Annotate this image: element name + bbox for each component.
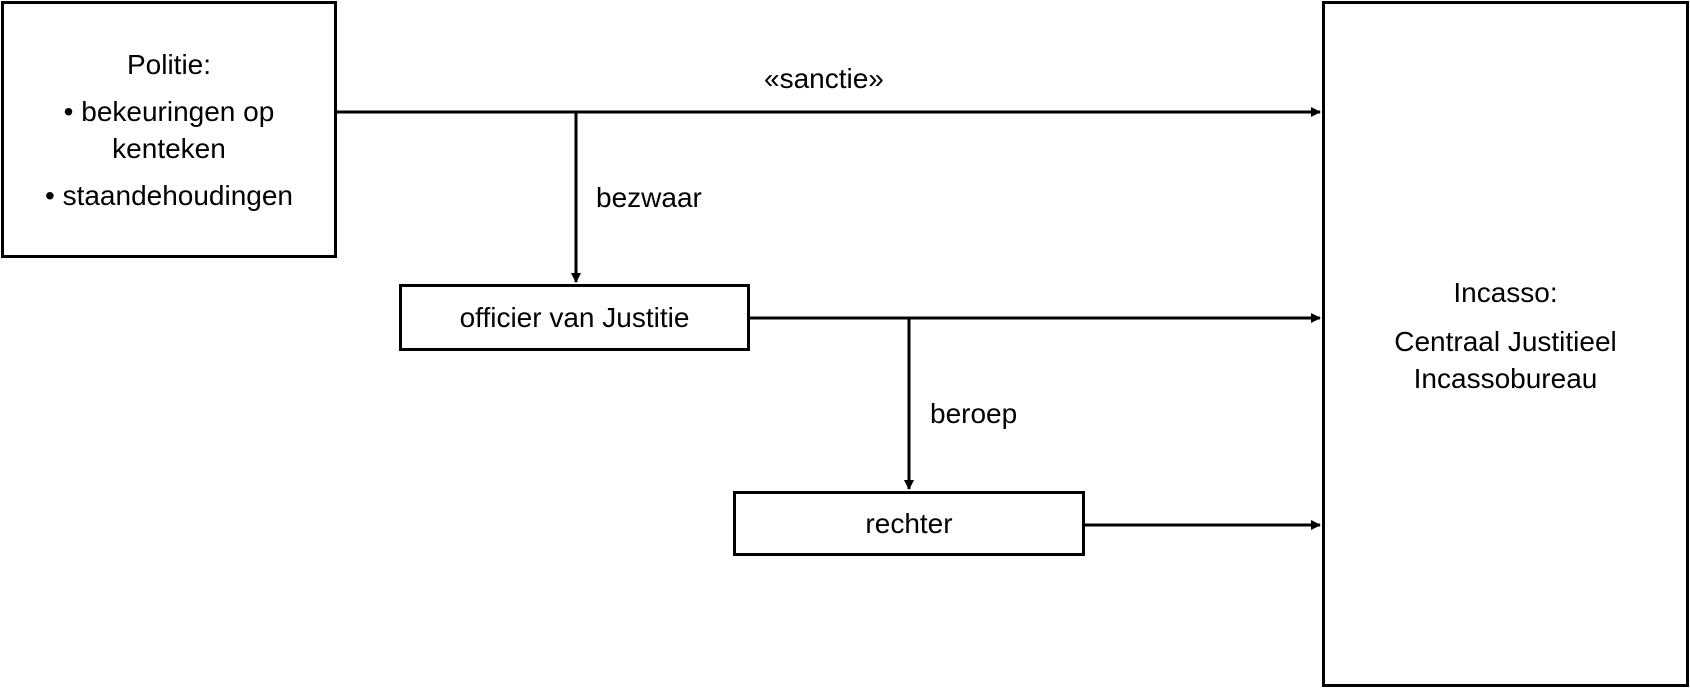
officier-label: officier van Justitie	[459, 302, 690, 333]
incasso-box: Incasso: Centraal Justitieel Incassobure…	[1322, 1, 1689, 687]
rechter-box: rechter	[733, 491, 1085, 556]
bezwaar-label: bezwaar	[596, 182, 702, 213]
incasso-title: Incasso:	[1453, 277, 1558, 308]
sanctie-label: «sanctie»	[764, 63, 884, 94]
politie-item-staandehoudingen: • staandehoudingen	[44, 179, 294, 211]
politie-item-bekeuringen: • bekeuringen op kenteken	[63, 95, 275, 164]
politie-box: Politie: • bekeuringen op kenteken • sta…	[1, 1, 337, 258]
rechter-label: rechter	[865, 508, 953, 539]
officier-box: officier van Justitie	[399, 284, 750, 351]
incasso-subtitle: Centraal Justitieel Incassobureau	[1394, 326, 1617, 394]
politie-title: Politie:	[126, 48, 212, 80]
beroep-label: beroep	[930, 398, 1018, 429]
politie-list: • bekeuringen op kenteken • staandehoudi…	[24, 93, 314, 214]
